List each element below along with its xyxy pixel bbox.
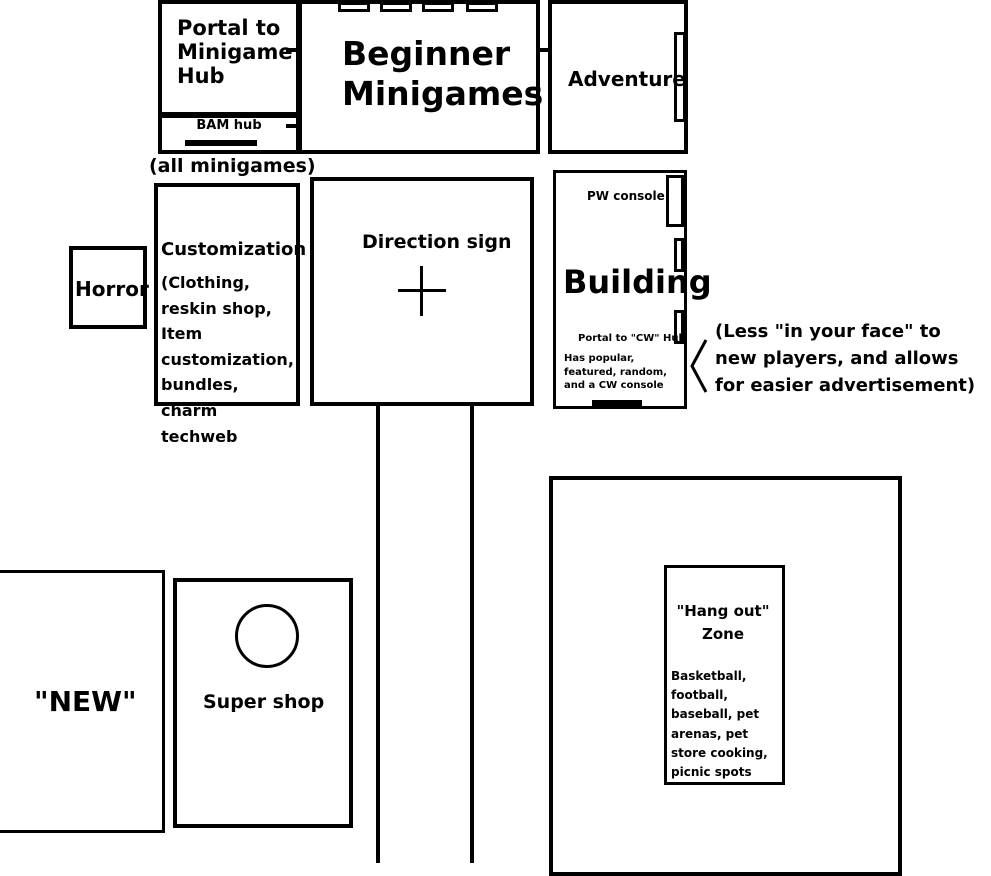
building-door-top <box>666 175 684 227</box>
adventure-label: Adventure <box>568 67 686 91</box>
building-pw-console: PW console <box>587 189 665 203</box>
bam-hub-note: (all minigames) <box>149 155 316 177</box>
horror-label: Horror <box>75 277 149 301</box>
beginner-door-3 <box>422 2 454 12</box>
building-note: (Less "in your face" to new players, and… <box>715 321 976 396</box>
customization-zone <box>154 183 300 406</box>
building-door-mid <box>674 238 684 272</box>
hangout-zone <box>664 565 785 785</box>
bam-hub-zone <box>158 114 300 154</box>
customization-title: Customization <box>161 239 307 260</box>
road-right-edge <box>470 404 474 863</box>
bam-hub-label: BAM hub <box>196 118 262 133</box>
super-shop-circle-icon <box>235 604 299 668</box>
new-zone <box>0 570 165 833</box>
customization-desc: (Clothing, reskin shop, Item customizati… <box>161 273 294 446</box>
portal-minigame-hub-label: Portal to Minigame Hub <box>177 16 293 89</box>
connector-bam-beginner <box>286 124 300 128</box>
connector-beginner-adventure <box>538 48 550 52</box>
building-zone <box>553 170 687 409</box>
adventure-zone <box>548 0 688 154</box>
super-shop-label: Super shop <box>203 691 325 713</box>
building-portal: Portal to "CW" Hub <box>578 333 686 344</box>
adventure-door <box>674 32 686 122</box>
building-title: Building <box>563 263 712 301</box>
building-console-bar <box>592 400 642 406</box>
bam-hub-portal-marker <box>185 140 257 146</box>
horror-zone <box>69 246 147 329</box>
pointer-arrow-icon <box>690 339 708 393</box>
beginner-minigames-zone <box>298 0 540 154</box>
beginner-door-1 <box>338 2 370 12</box>
new-zone-label: "NEW" <box>34 685 137 718</box>
hangout-desc: Basketball, football, baseball, pet aren… <box>671 669 768 779</box>
connector-portal-beginner <box>286 48 300 52</box>
beginner-minigames-label: Beginner Minigames <box>342 34 544 113</box>
beginner-door-2 <box>380 2 412 12</box>
building-desc: Has popular, featured, random, and a CW … <box>564 353 667 391</box>
portal-minigame-hub-zone <box>158 0 300 116</box>
road-left-edge <box>376 404 380 863</box>
beginner-door-4 <box>466 2 498 12</box>
hangout-title: "Hang out" Zone <box>676 602 770 644</box>
direction-sign-marker-vertical <box>420 266 423 316</box>
building-door-low <box>674 310 684 344</box>
direction-sign-label: Direction sign <box>362 231 512 253</box>
